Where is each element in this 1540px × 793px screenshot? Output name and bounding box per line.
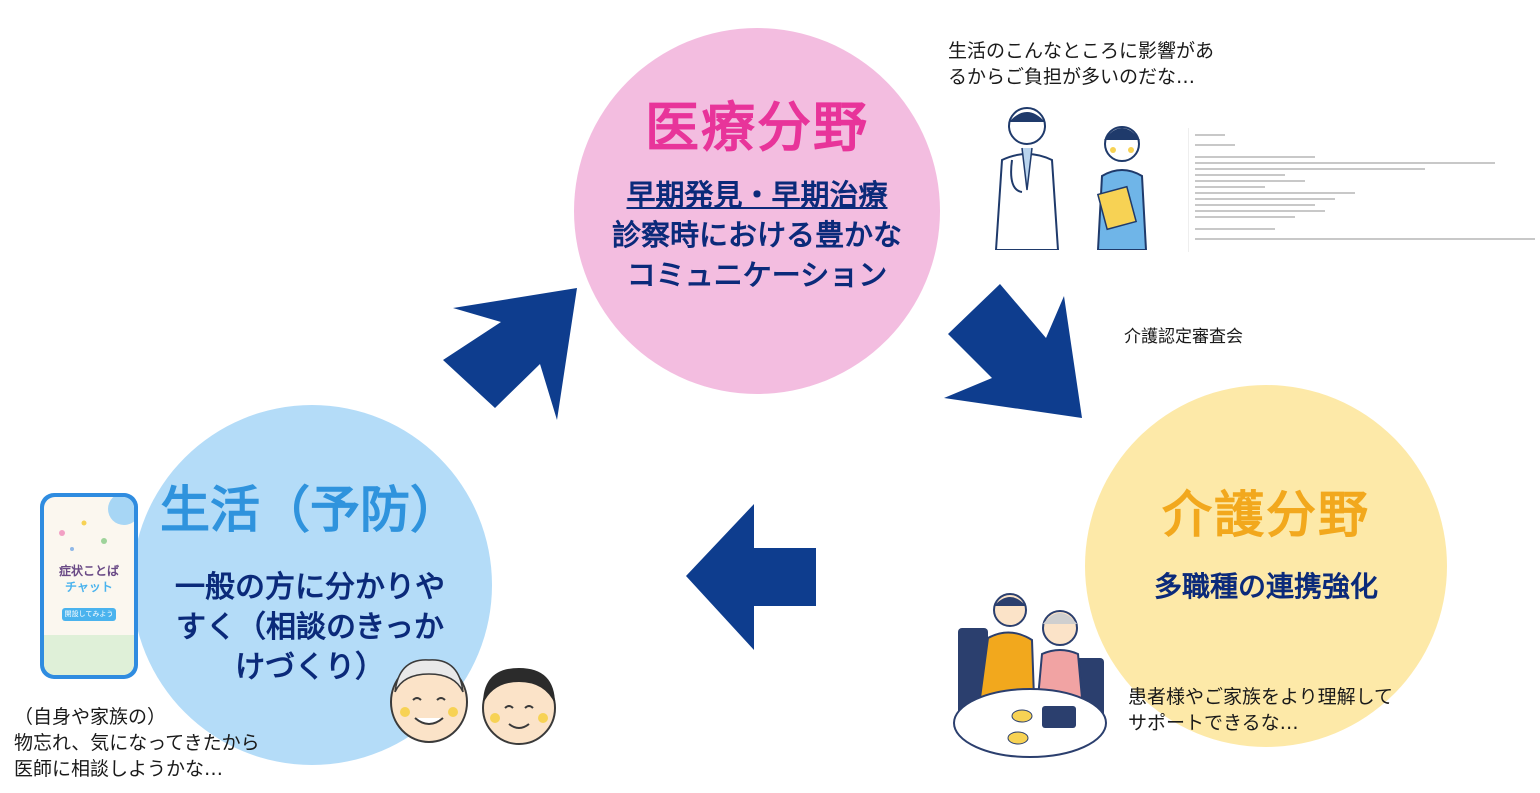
- life-thought: （自身や家族の） 物忘れ、気になってきたから 医師に相談しようかな…: [14, 704, 260, 782]
- phone-app-title: 症状ことば チャット: [48, 563, 130, 595]
- medical-line-1: 早期発見・早期治療: [626, 178, 888, 212]
- life-line-3: けづくり）: [235, 650, 385, 685]
- phone-footer: [44, 635, 134, 675]
- medical-title: 医療分野: [645, 96, 869, 159]
- care-thought: 患者様やご家族をより理解して サポートできるな…: [1128, 684, 1393, 736]
- elderly-woman-illustration: [482, 668, 556, 745]
- arrow-up-right-icon: [443, 288, 577, 420]
- doctor-thought-line-2: るからご負担が多いのだな…: [948, 66, 1196, 88]
- life-thought-line-1: （自身や家族の）: [14, 706, 167, 728]
- document-thumbnail: [1188, 128, 1540, 252]
- phone-title-line-1: 症状ことば: [58, 564, 119, 578]
- life-line-1: 一般の方に分かりや: [175, 570, 445, 605]
- medical-line-3: コミュニケーション: [626, 258, 888, 292]
- phone-title-line-2: チャット: [65, 580, 113, 594]
- doctor-nurse-illustration: [994, 107, 1148, 250]
- medical-circle: [574, 28, 940, 394]
- care-subtitle: 多職種の連携強化: [1153, 570, 1378, 603]
- care-title: 介護分野: [1162, 486, 1370, 544]
- elderly-man-illustration: [390, 659, 468, 743]
- nurse-illustration: [1096, 126, 1148, 250]
- elderly-couple-illustration: [390, 659, 556, 745]
- arrow-down-right-icon: [944, 284, 1082, 418]
- life-title: 生活（予防）: [160, 481, 460, 539]
- review-board-label: 介護認定審査会: [1124, 327, 1243, 347]
- care-thought-line-1: 患者様やご家族をより理解して: [1128, 686, 1394, 708]
- life-thought-line-3: 医師に相談しようかな…: [14, 758, 224, 780]
- confetti-dots-icon: [59, 497, 134, 551]
- doctor-illustration: [994, 107, 1060, 250]
- caregiver-illustration: [953, 593, 1107, 758]
- doctor-thought: 生活のこんなところに影響があ るからご負担が多いのだな…: [948, 38, 1214, 90]
- care-thought-line-2: サポートできるな…: [1128, 712, 1299, 734]
- medical-line-2: 診察時における豊かな: [611, 218, 902, 252]
- smartphone-illustration: 症状ことば チャット 開設してみよう: [40, 493, 138, 679]
- phone-screen: 症状ことば チャット 開設してみよう: [44, 497, 134, 675]
- care-circle: [1085, 385, 1447, 747]
- life-thought-line-2: 物忘れ、気になってきたから: [14, 732, 260, 754]
- arrow-left-icon: [686, 504, 816, 650]
- phone-start-button: 開設してみよう: [62, 608, 116, 621]
- doctor-thought-line-1: 生活のこんなところに影響があ: [948, 40, 1215, 62]
- life-line-2: すく（相談のきっか: [176, 610, 444, 645]
